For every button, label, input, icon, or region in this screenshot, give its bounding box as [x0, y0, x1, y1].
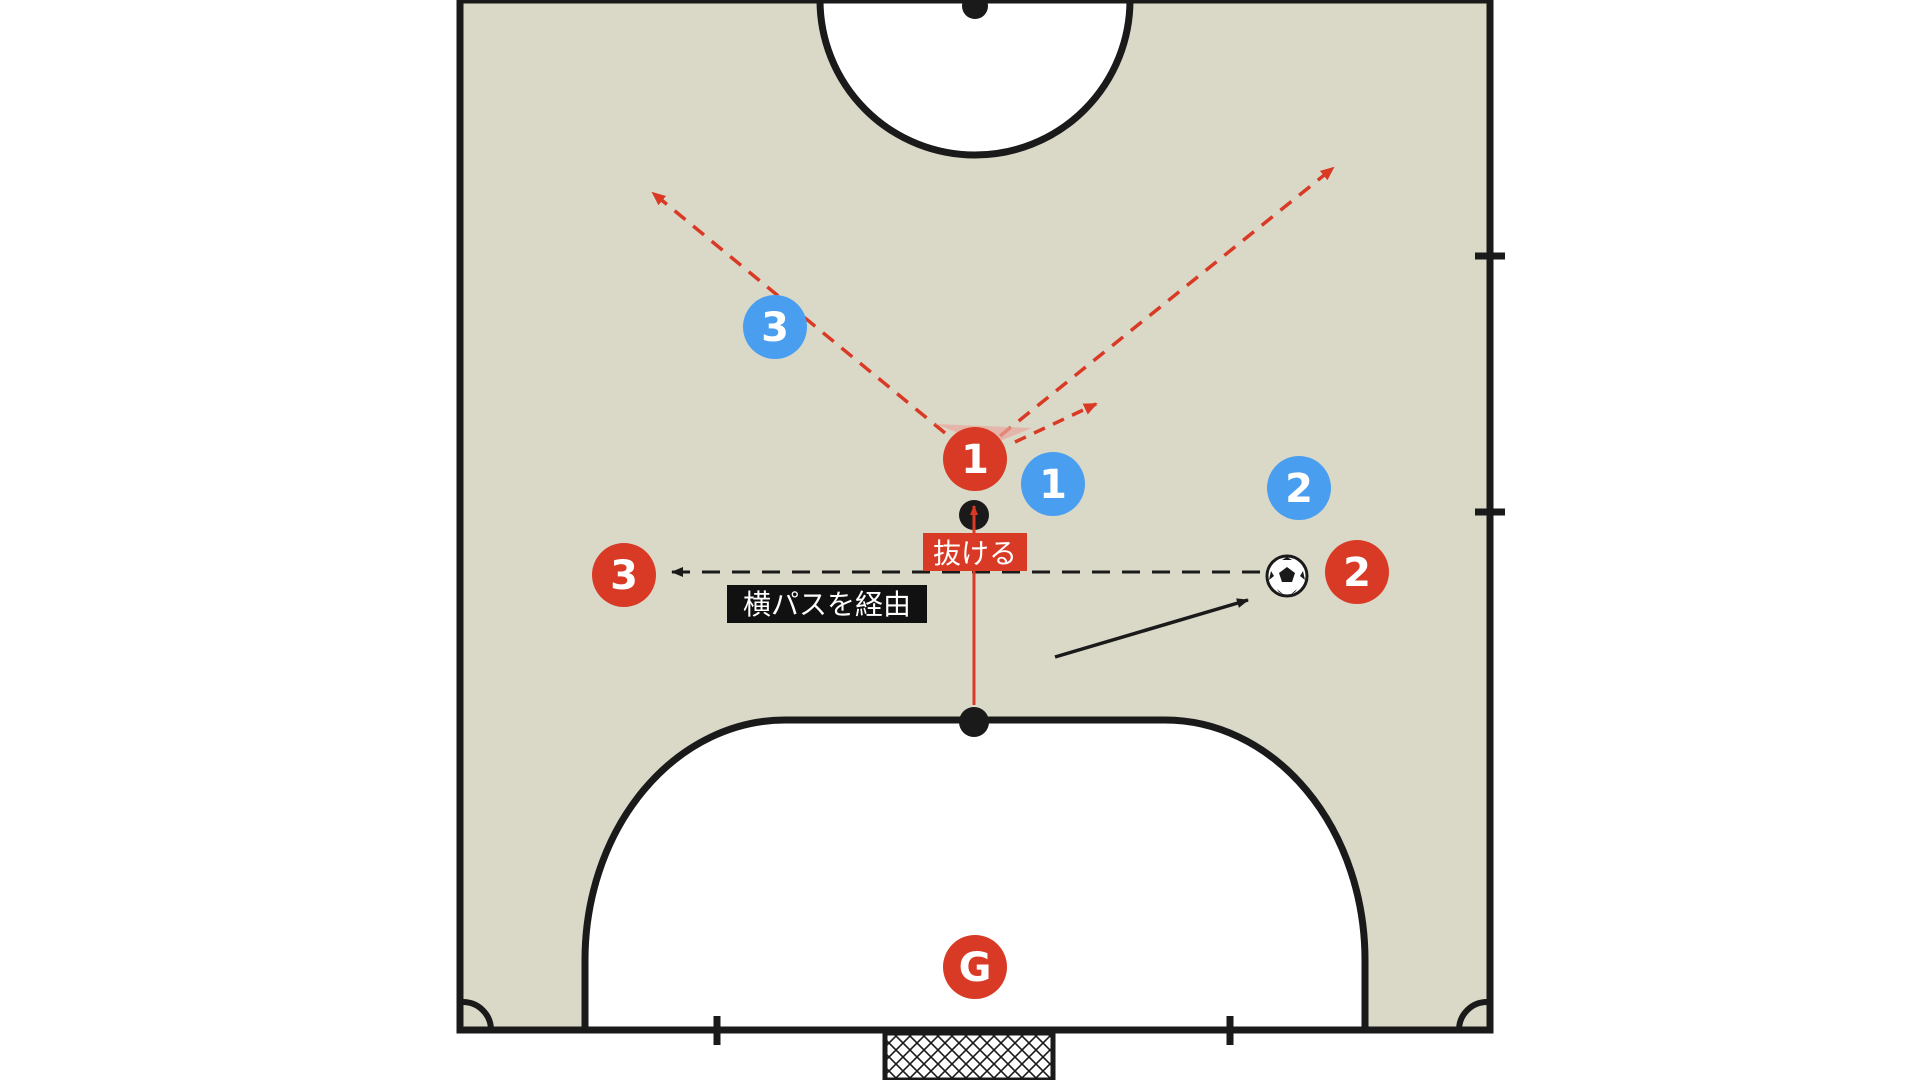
lateral-pass-text: 横パスを経由: [743, 588, 911, 621]
run-through-text: 抜ける: [933, 537, 1017, 570]
goalkeeper[interactable]: G: [943, 935, 1007, 999]
svg-text:1: 1: [1039, 462, 1067, 508]
center-spot: [962, 0, 988, 19]
attacker-2[interactable]: 2: [1325, 540, 1389, 604]
corner-arc-left: [462, 999, 494, 1031]
defender-3[interactable]: 3: [743, 295, 807, 359]
svg-text:3: 3: [761, 305, 789, 351]
defender-2[interactable]: 2: [1267, 456, 1331, 520]
lateral-pass-label: 横パスを経由: [727, 585, 927, 623]
attacker-3[interactable]: 3: [592, 543, 656, 607]
run-through-label: 抜ける: [923, 533, 1027, 571]
corner-arc-right: [1456, 999, 1488, 1031]
run-arrow-short-right: [1014, 402, 1098, 444]
run-arrow-upper-left: [651, 191, 947, 435]
soccer-ball-icon[interactable]: [1265, 554, 1309, 598]
move-to-ball-arrow: [1054, 598, 1249, 659]
svg-text:G: G: [959, 945, 992, 991]
svg-text:2: 2: [1285, 466, 1313, 512]
attacker-1[interactable]: 1: [943, 427, 1007, 491]
svg-text:3: 3: [610, 553, 638, 599]
penalty-spot: [959, 707, 989, 737]
defender-1[interactable]: 1: [1021, 452, 1085, 516]
svg-text:1: 1: [961, 437, 989, 483]
center-circle: [816, 0, 1134, 159]
goal-net-icon: [882, 1030, 1056, 1080]
svg-text:2: 2: [1343, 550, 1371, 596]
penalty-area: [581, 716, 1369, 1034]
